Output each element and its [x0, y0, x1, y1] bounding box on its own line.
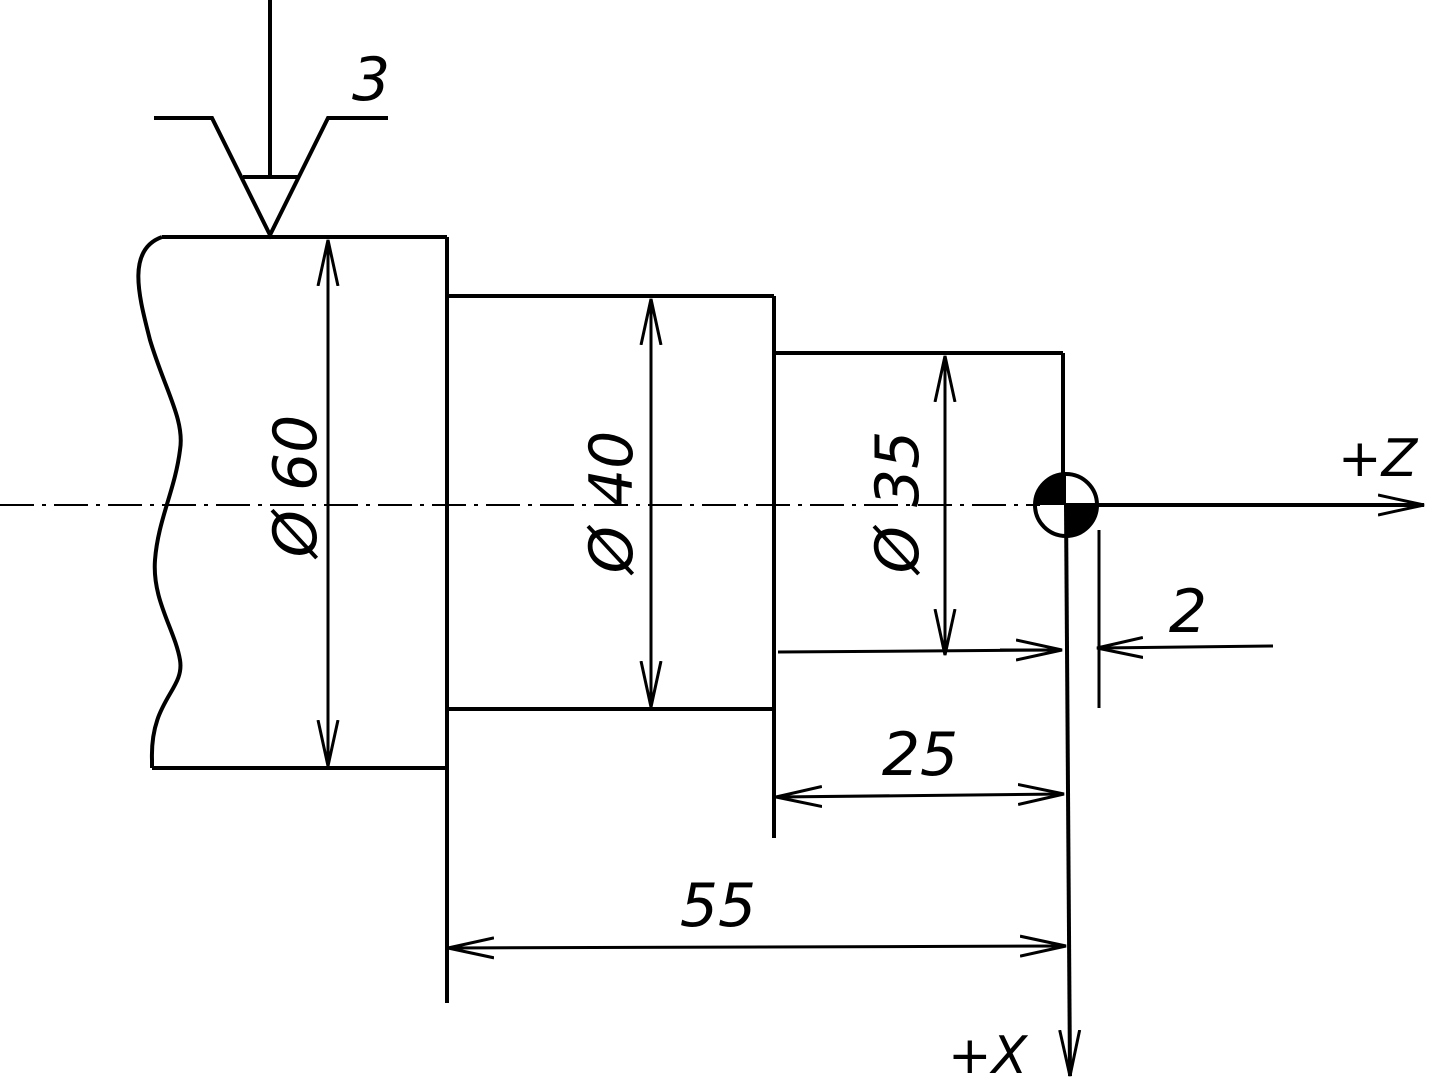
datum-origin-icon [1033, 472, 1099, 538]
diameter-35-label: Ø 35 [863, 431, 933, 577]
dim-line-55 [448, 946, 1066, 948]
shaft-outline [136, 235, 1065, 1003]
extension-lines [777, 530, 1101, 708]
length-55-label: 55 [680, 871, 756, 941]
x-axis-arrow [1066, 504, 1070, 1076]
dim-line-offset-right-arrow [1097, 646, 1274, 648]
z-axis-label: +Z [1338, 429, 1419, 489]
diameter-40-label: Ø 40 [577, 431, 647, 577]
dim-line-25 [776, 794, 1064, 797]
roughness-symbol-icon [154, 0, 388, 240]
surface-finish-value: 3 [352, 45, 390, 115]
x-axis-label: +X [948, 1026, 1029, 1081]
diameter-60-label: Ø 60 [261, 415, 331, 561]
offset-2-label: 2 [1169, 577, 1207, 647]
length-25-label: 25 [882, 720, 958, 790]
